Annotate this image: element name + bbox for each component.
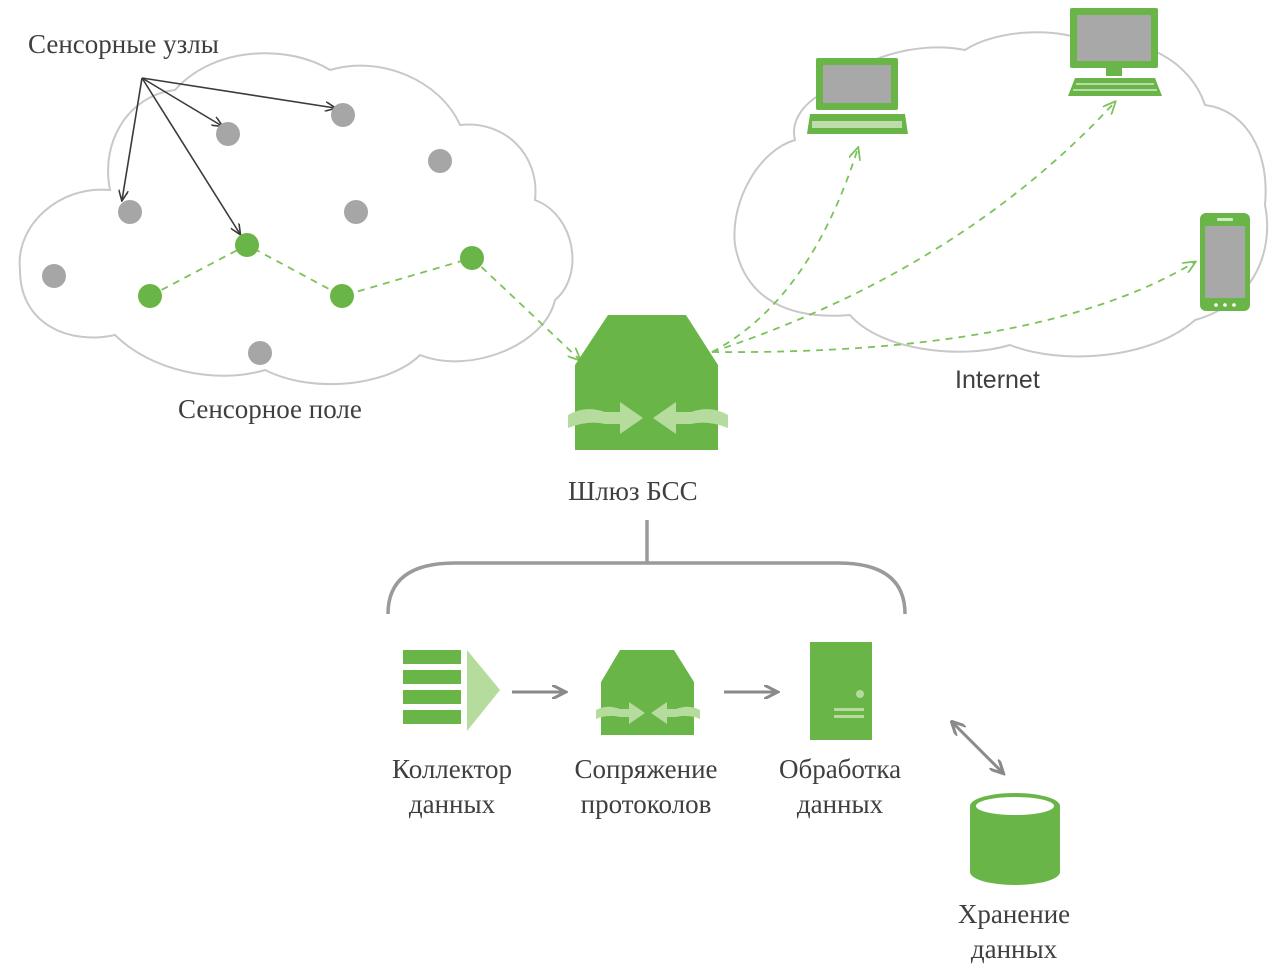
collector-label-line2: данных	[408, 789, 496, 820]
storage-label-line1: Хранение	[957, 899, 1071, 929]
sensor-nodes-label: Сенсорные узлы	[28, 29, 219, 59]
gateway-bracket	[386, 520, 907, 615]
gateway-label: Шлюз БСС	[568, 476, 698, 506]
collector-icon	[403, 650, 500, 731]
internet-links	[711, 102, 1195, 353]
laptop-icon	[807, 58, 908, 134]
sensor-field-label: Сенсорное поле	[178, 394, 362, 424]
processing-label-line1: Обработка	[778, 754, 902, 784]
process-flow-arrows	[512, 692, 1003, 773]
protocol-label-line2: протоколов	[580, 789, 712, 820]
gateway-icon	[568, 315, 728, 450]
collector-label-line1: Коллектор	[392, 754, 512, 784]
collector-label: Коллектор данных	[392, 752, 512, 822]
sensor-field-cloud	[18, 52, 574, 386]
processing-label: Обработка данных	[779, 752, 901, 822]
server-icon	[810, 642, 872, 740]
storage-label: Хранение данных	[958, 897, 1070, 967]
internet-label: Internet	[955, 366, 1040, 394]
database-icon	[970, 793, 1060, 885]
storage-label-line2: данных	[970, 934, 1058, 965]
inactive-sensor-nodes	[42, 103, 452, 365]
desktop-icon	[1068, 8, 1162, 96]
protocol-label: Сопряжение протоколов	[574, 752, 717, 822]
active-sensor-nodes	[138, 233, 484, 308]
protocol-label-line1: Сопряжение	[574, 754, 718, 784]
smartphone-icon	[1200, 213, 1250, 311]
sensor-route	[149, 243, 580, 360]
protocol-icon	[596, 650, 700, 735]
sensor-node-pointers	[122, 77, 335, 234]
internet-cloud	[733, 31, 1269, 358]
processing-label-line2: данных	[796, 789, 884, 820]
